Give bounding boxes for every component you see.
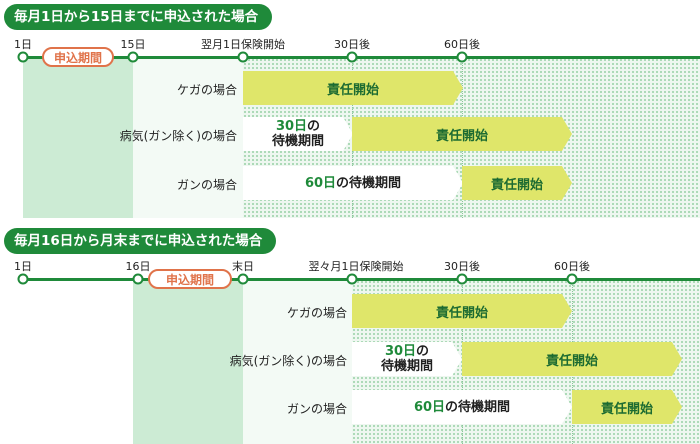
waiting-line-1: 60日の待機期間	[305, 176, 401, 191]
tick-label: 翌月1日保険開始	[201, 38, 285, 51]
coverage-start-arrow: 責任開始	[572, 390, 682, 424]
coverage-start-arrow: 責任開始	[462, 342, 682, 376]
pre-coverage-band	[243, 280, 353, 444]
tick-marker	[127, 51, 139, 63]
tick-marker	[132, 273, 144, 285]
waiting-suffix: の	[416, 344, 430, 359]
tick-marker	[346, 273, 358, 285]
tick-marker	[237, 273, 249, 285]
application-period-pill: 申込期間	[42, 47, 114, 67]
waiting-line-1: 30日の	[385, 344, 429, 359]
panel-2: 毎月16日から月末までに申込された場合 1日 16日 末日 翌々月1日保険開始 …	[0, 226, 700, 444]
tick-label: 30日後	[444, 260, 480, 273]
panel-1: 毎月1日から15日までに申込された場合 1日 15日 翌月1日保険開始 30日後…	[0, 0, 700, 218]
row-label: 病気(ガン除く)の場合	[119, 129, 237, 143]
row-label: ケガの場合	[286, 306, 347, 320]
waiting-days: 30日	[384, 344, 417, 359]
panel-title: 毎月16日から月末までに申込された場合	[4, 228, 277, 254]
waiting-suffix: の待機期間	[445, 399, 511, 415]
row-label: ガンの場合	[286, 402, 347, 416]
waiting-period-arrow: 60日の待機期間	[352, 390, 572, 424]
row-label: 病気(ガン除く)の場合	[229, 354, 347, 368]
coverage-start-label: 責任開始	[545, 353, 598, 369]
application-period-pill: 申込期間	[148, 269, 232, 289]
tick-label: 1日	[14, 38, 32, 51]
coverage-start-arrow: 責任開始	[243, 71, 463, 105]
coverage-start-label: 責任開始	[435, 305, 488, 321]
waiting-line-2: 待機期間	[271, 134, 324, 149]
tick-marker	[456, 273, 468, 285]
timeline	[23, 278, 700, 281]
coverage-start-arrow: 責任開始	[462, 166, 572, 200]
coverage-start-arrow: 責任開始	[352, 117, 572, 151]
row-label: ケガの場合	[176, 83, 237, 97]
tick-marker	[17, 273, 29, 285]
coverage-start-label: 責任開始	[326, 82, 379, 98]
tick-label: 末日	[232, 260, 254, 273]
waiting-period-arrow: 60日の待機期間	[243, 166, 463, 200]
timeline	[23, 56, 700, 59]
waiting-line-1: 60日の待機期間	[414, 400, 510, 415]
tick-label: 30日後	[334, 38, 370, 51]
coverage-start-label: 責任開始	[435, 128, 488, 144]
waiting-line-1: 30日の	[276, 119, 320, 134]
waiting-period-arrow: 30日の 待機期間	[352, 342, 462, 376]
waiting-days: 60日	[304, 175, 337, 191]
tick-label: 1日	[14, 260, 32, 273]
tick-marker	[456, 51, 468, 63]
pre-coverage-band	[133, 58, 243, 218]
waiting-line-2: 待機期間	[380, 359, 433, 374]
coverage-start-arrow: 責任開始	[352, 294, 572, 328]
coverage-start-label: 責任開始	[600, 401, 653, 417]
coverage-start-label: 責任開始	[490, 177, 543, 193]
waiting-period-arrow: 30日の 待機期間	[243, 117, 353, 151]
tick-label: 60日後	[444, 38, 480, 51]
tick-marker	[346, 51, 358, 63]
tick-marker	[566, 273, 578, 285]
waiting-days: 60日	[413, 399, 446, 415]
waiting-days: 30日	[275, 119, 308, 134]
tick-label: 翌々月1日保険開始	[308, 260, 404, 273]
application-period-band	[133, 280, 243, 444]
panel-title: 毎月1日から15日までに申込された場合	[4, 4, 273, 30]
tick-label: 15日	[120, 38, 146, 51]
tick-marker	[237, 51, 249, 63]
tick-label: 16日	[125, 260, 151, 273]
tick-marker	[17, 51, 29, 63]
row-label: ガンの場合	[176, 178, 237, 192]
application-period-band	[23, 58, 133, 218]
tick-label: 60日後	[554, 260, 590, 273]
waiting-suffix: の待機期間	[336, 175, 402, 191]
waiting-suffix: の	[307, 119, 321, 134]
